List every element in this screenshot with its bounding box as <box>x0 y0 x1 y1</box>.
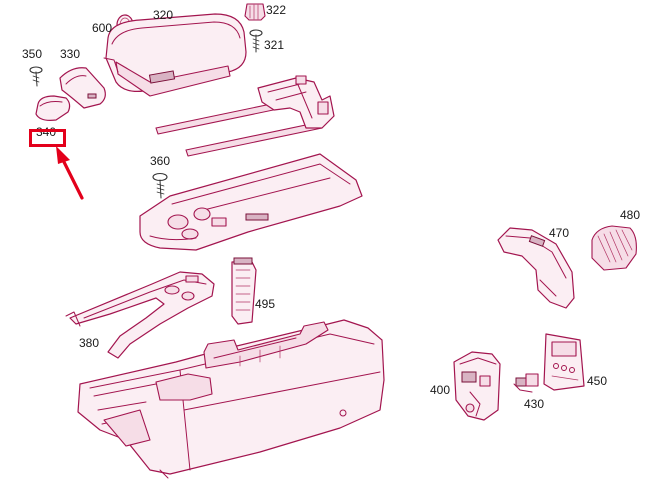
pointer-arrow-icon <box>56 146 84 200</box>
label-450[interactable]: 450 <box>587 374 608 388</box>
part-400-holder[interactable] <box>453 351 501 421</box>
label-495[interactable]: 495 <box>255 297 276 311</box>
label-600[interactable]: 600 <box>92 21 113 35</box>
label-480[interactable]: 480 <box>620 208 641 222</box>
part-480-cover[interactable] <box>591 225 637 271</box>
part-380-frame[interactable] <box>65 271 215 359</box>
part-340-trim[interactable] <box>35 95 71 121</box>
part-360-screw[interactable] <box>152 172 168 199</box>
part-470-trim[interactable] <box>497 227 575 309</box>
label-350[interactable]: 350 <box>22 47 43 61</box>
highlight-box-340 <box>29 129 66 147</box>
label-330[interactable]: 330 <box>60 47 81 61</box>
label-322[interactable]: 322 <box>266 3 287 17</box>
part-321-screw[interactable] <box>249 29 263 53</box>
part-322-knob[interactable] <box>244 3 266 21</box>
part-495-insert[interactable] <box>231 257 257 325</box>
part-430-connector[interactable] <box>513 373 539 393</box>
part-450-panel[interactable] <box>543 333 585 391</box>
label-320[interactable]: 320 <box>153 8 174 22</box>
label-380[interactable]: 380 <box>79 336 100 350</box>
label-470[interactable]: 470 <box>549 226 570 240</box>
label-400[interactable]: 400 <box>430 383 451 397</box>
label-430[interactable]: 430 <box>524 397 545 411</box>
part-upper-tray[interactable] <box>139 153 363 251</box>
part-320-armrest-lid[interactable] <box>103 13 247 97</box>
part-center-console-body[interactable] <box>77 319 385 479</box>
part-330-cover[interactable] <box>59 67 106 109</box>
label-360[interactable]: 360 <box>150 154 171 168</box>
label-321[interactable]: 321 <box>264 38 285 52</box>
part-rail-carrier[interactable] <box>155 75 335 157</box>
part-350-screw[interactable] <box>29 66 43 87</box>
